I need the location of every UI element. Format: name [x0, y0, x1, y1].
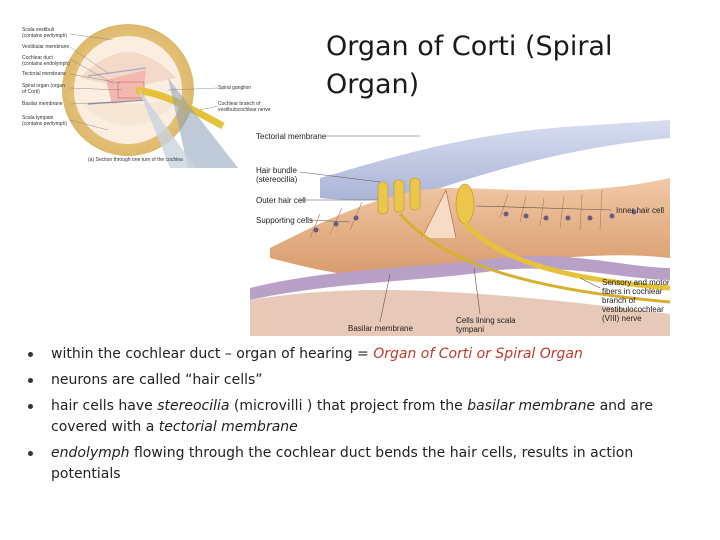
bullet-item: endolymph flowing through the cochlear d… — [28, 443, 688, 485]
cochlea-section-diagram: Scala vestibuli (contains perilymph) Ves… — [18, 18, 278, 168]
inset-label-spiral-ganglion: Spiral ganglion — [218, 85, 252, 91]
nerve-fiber-2 — [398, 212, 670, 304]
bullet-text: hair cells have — [51, 398, 158, 414]
inset-caption: (a) Section through one turn of the coch… — [88, 157, 183, 163]
scala-tympani-region — [80, 102, 178, 126]
label-outer-hair-cell: Outer hair cell — [256, 196, 306, 205]
label-inner-hair-cell: Inner hair cell — [616, 206, 665, 215]
organ-of-corti-svg — [250, 120, 670, 336]
basilar-membrane-shape — [250, 255, 670, 300]
label-supporting-cells: Supporting cells — [256, 216, 313, 225]
tectorial-membrane-shape — [320, 120, 670, 201]
inset-label-cochlear-duct: Cochlear duct (contains endolymph) — [22, 55, 70, 67]
bullet-list: within the cochlear duct – organ of hear… — [28, 344, 688, 490]
inset-label-scala-vestibuli: Scala vestibuli (contains perilymph) — [22, 27, 68, 39]
bullet-text: and are covered with a — [51, 398, 654, 435]
inset-label-cochlear-nerve: Cochlear branch of vestibulocochlear ner… — [218, 101, 271, 113]
outer-hair-cell-3 — [409, 177, 421, 211]
label-cells-lining: Cells lining scala tympani — [456, 316, 516, 334]
bullet-item: within the cochlear duct – organ of hear… — [28, 344, 688, 365]
inset-label-scala-tympani: Scala tympani (contains perilymph) — [22, 115, 68, 127]
inset-label-spiral-organ: Spiral organ (organ of Corti) — [22, 83, 65, 95]
inset-label-tectorial-membrane: Tectorial membrane — [22, 71, 66, 77]
term-tectorial-membrane: tectorial membrane — [158, 419, 298, 435]
label-sensory-motor-fibers: Sensory and motor fibers in cochlear bra… — [602, 278, 670, 323]
bullet-dot — [28, 378, 33, 383]
label-basilar-membrane: Basilar membrane — [348, 324, 413, 333]
term-basilar-membrane: basilar membrane — [467, 398, 596, 414]
term-stereocilia: stereocilia — [157, 398, 230, 414]
bullet-item: neurons are called “hair cells” — [28, 370, 688, 391]
outer-hair-cell-1 — [377, 181, 389, 215]
label-hair-bundle: Hair bundle (stereocilia) — [256, 166, 298, 184]
bullet-text: flowing through the cochlear duct bends … — [51, 445, 634, 482]
inset-label-vestibular-membrane: Vestibular membrane — [22, 44, 70, 50]
slide-title: Organ of Corti (Spiral Organ) — [326, 31, 613, 100]
label-tectorial-membrane: Tectorial membrane — [256, 132, 327, 141]
bullet-item: hair cells have stereocilia (microvilli … — [28, 396, 688, 438]
inner-hair-cell-shape — [455, 183, 475, 225]
bullet-dot — [28, 404, 33, 409]
outer-hair-cell-2 — [393, 179, 405, 213]
bullet-text: (microvilli ) that project from the — [229, 398, 468, 414]
organ-of-corti-diagram: Tectorial membrane Hair bundle (stereoci… — [250, 118, 670, 336]
nerve-fiber-1 — [463, 222, 670, 291]
cochlea-section-svg — [62, 24, 238, 168]
term-endolymph: endolymph — [51, 445, 130, 461]
bullet-text: within the cochlear duct – organ of hear… — [51, 346, 374, 362]
bullet-highlight: Organ of Corti or Spiral Organ — [373, 346, 583, 362]
bullet-dot — [28, 451, 33, 456]
cochlear-duct-region — [106, 70, 146, 104]
bullet-dot — [28, 352, 33, 357]
inset-label-basilar-membrane: Basilar membrane — [22, 101, 63, 107]
bullet-text: neurons are called “hair cells” — [51, 372, 263, 388]
